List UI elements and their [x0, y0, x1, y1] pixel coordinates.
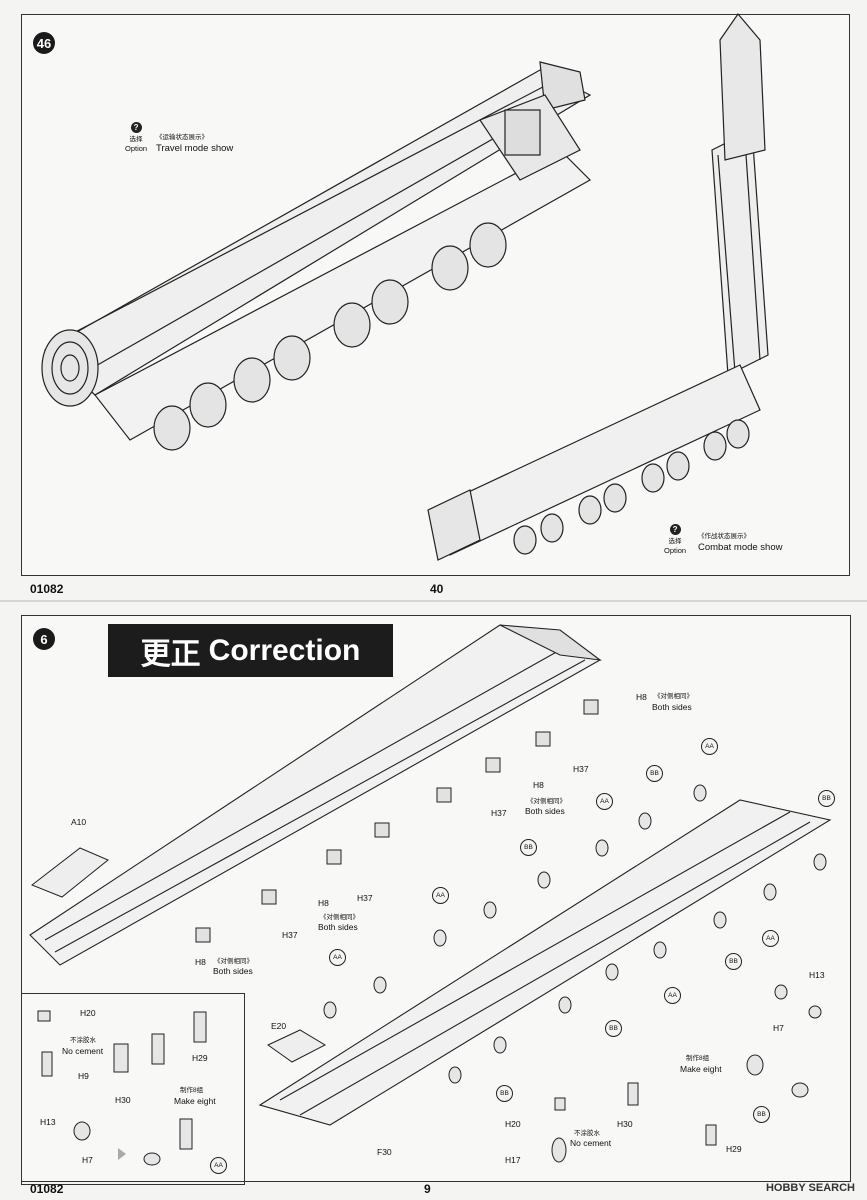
label-no-cement: No cement [62, 1046, 104, 1056]
callout-circle: BB [496, 1085, 513, 1102]
question-icon: ? [130, 122, 142, 133]
label-h37: H37 [357, 893, 373, 903]
label-a10: A10 [71, 817, 87, 827]
label-h8: H8 [533, 780, 544, 790]
label-make-eight-cn: 制作8组 [180, 1087, 204, 1094]
suspension-parts [323, 784, 827, 1084]
label-f30: F30 [377, 1147, 392, 1157]
label-h30: H30 [115, 1095, 131, 1105]
label-h8: H8 [318, 898, 329, 908]
label-h13: H13 [40, 1117, 56, 1127]
a10-plate [31, 847, 109, 898]
label-both-sides: Both sides [213, 966, 253, 976]
travel-mode-cn: 《运输状态展示》 [156, 134, 208, 141]
label-both-sides: Both sides [652, 702, 692, 712]
combat-mode-launcher [427, 13, 769, 561]
lower-chassis-frame [258, 799, 832, 1126]
option-label-en: Option [664, 546, 687, 555]
e20-plate [267, 1029, 327, 1063]
label-make-eight: Make eight [680, 1064, 722, 1074]
travel-mode-en: Travel mode show [156, 143, 234, 154]
label-h37: H37 [491, 808, 507, 818]
callout-circle: AA [596, 793, 613, 810]
label-h29: H29 [726, 1144, 742, 1154]
callout-circle: BB [605, 1020, 622, 1037]
label-h8: H8 [195, 957, 206, 967]
callout-circle: AA [701, 738, 718, 755]
h37-parts [195, 699, 599, 943]
option-label-cn: 选择 [668, 538, 682, 545]
correction-title-cn: 更正 [140, 637, 201, 671]
travel-mode-wheels [153, 222, 507, 451]
inset-parts-illustration [37, 1010, 207, 1166]
travel-mode-caption: 《运输状态展示》 Travel mode show [156, 131, 233, 154]
label-both-sides-cn: 《对侧相同》 [214, 958, 253, 965]
label-e20: E20 [271, 1021, 287, 1031]
page-number: 9 [424, 1182, 431, 1196]
callout-circle: AA [432, 887, 449, 904]
combat-mode-cn: 《作战状态展示》 [698, 533, 750, 540]
label-h29: H29 [192, 1053, 208, 1063]
callout-circle: BB [725, 953, 742, 970]
part-number: 01082 [30, 582, 64, 596]
callout-circle: AA [762, 930, 779, 947]
label-make-eight: Make eight [174, 1096, 216, 1106]
step-number-badge: 6 [33, 628, 55, 650]
label-both-sides-cn: 《对侧相同》 [654, 693, 693, 700]
question-icon: ? [669, 524, 681, 535]
label-h7: H7 [82, 1155, 93, 1165]
right-assembly [551, 984, 822, 1163]
page-number: 40 [430, 582, 444, 596]
label-h17: H17 [505, 1155, 521, 1165]
label-both-sides: Both sides [525, 806, 565, 816]
label-h9: H9 [78, 1071, 89, 1081]
label-h20: H20 [505, 1119, 521, 1129]
option-label-en: Option [125, 144, 148, 153]
label-h13: H13 [809, 970, 825, 980]
label-make-eight-cn: 制作8组 [686, 1055, 710, 1062]
label-h20: H20 [80, 1008, 96, 1018]
label-both-sides-cn: 《对侧相同》 [320, 914, 359, 921]
combat-mode-caption: 《作战状态展示》 Combat mode show [698, 530, 782, 553]
part-number: 01082 [30, 1182, 64, 1196]
combat-option-marker: ? 选择 Option [664, 524, 686, 555]
callout-circle: BB [646, 765, 663, 782]
hobby-search-watermark: HOBBY SEARCH [765, 1182, 855, 1194]
callout-circle: AA [329, 949, 346, 966]
label-no-cement-cn: 不涂胶水 [70, 1037, 96, 1044]
label-h37: H37 [282, 930, 298, 940]
label-h30: H30 [617, 1119, 633, 1129]
upper-chassis-frame [29, 624, 602, 966]
combat-mode-en: Combat mode show [698, 542, 783, 553]
label-no-cement: No cement [570, 1138, 612, 1148]
correction-title-en: Correction [208, 633, 361, 667]
callout-circle: AA [210, 1157, 227, 1174]
launcher-illustration [41, 13, 769, 561]
travel-mode-launcher [41, 61, 592, 441]
sub-assembly-inset: H20 不涂胶水 No cement H9 H29 H30 制作8组 Make … [21, 993, 245, 1185]
label-both-sides-cn: 《对侧相同》 [527, 798, 566, 805]
callout-circle: AA [664, 987, 681, 1004]
callout-circle: BB [753, 1106, 770, 1123]
callout-circle: BB [520, 839, 537, 856]
label-h8: H8 [636, 692, 647, 702]
label-both-sides: Both sides [318, 922, 358, 932]
option-label-cn: 选择 [129, 136, 143, 143]
step-number-badge: 46 [33, 32, 55, 54]
travel-option-marker: ? 选择 Option [125, 122, 147, 153]
label-h7: H7 [773, 1023, 784, 1033]
label-h37: H37 [573, 764, 589, 774]
correction-banner: 更正 Correction [108, 624, 393, 677]
label-no-cement-cn: 不涂胶水 [574, 1130, 600, 1137]
instruction-page-40: 46 ? 选择 Option 《运输状态展示》 Travel mode show… [0, 0, 867, 600]
combat-mode-wheels [513, 419, 750, 555]
callout-circle: BB [818, 790, 835, 807]
